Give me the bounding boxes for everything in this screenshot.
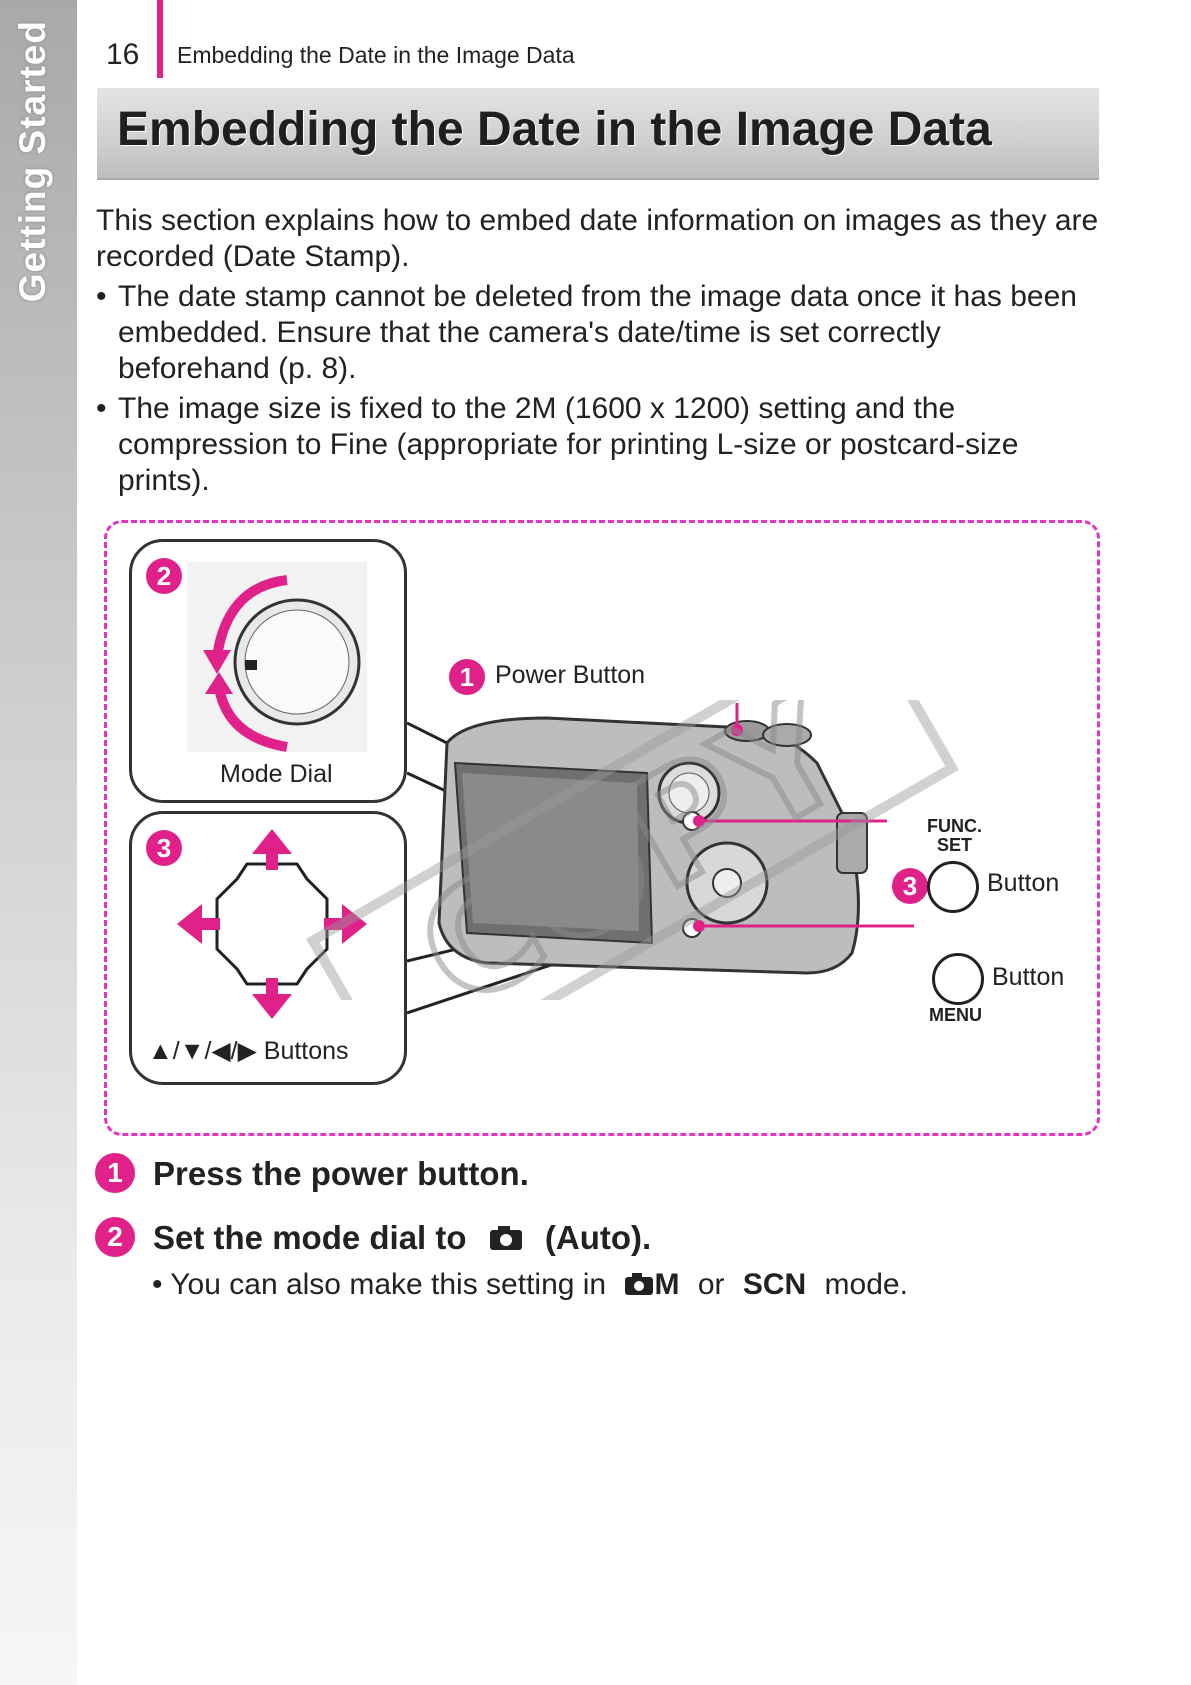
mode-dial-icon bbox=[187, 562, 367, 752]
running-title: Embedding the Date in the Image Data bbox=[177, 42, 575, 68]
bullet-dot: • bbox=[96, 392, 107, 425]
intro-paragraph: This section explains how to embed date … bbox=[96, 204, 1099, 273]
arrow-separator: / bbox=[172, 1037, 180, 1065]
sub-note: • You can also make this setting in M or… bbox=[152, 1268, 908, 1302]
arrow-buttons-label: Buttons bbox=[263, 1037, 349, 1065]
camera-figure: 2 Mode Dial 3 ▲/▼/◀/▶ Buttons 1 Power Bu… bbox=[104, 520, 1100, 1136]
down-arrow-icon: ▼ bbox=[179, 1037, 205, 1065]
camera-illustration bbox=[407, 703, 914, 1015]
step-text: Press the power button. bbox=[153, 1155, 529, 1192]
step-text: Set the mode dial to bbox=[153, 1219, 467, 1256]
badge-1: 1 bbox=[449, 659, 485, 695]
menu-label: MENU bbox=[929, 1005, 982, 1025]
arrow-separator: / bbox=[204, 1037, 212, 1065]
title-band: Embedding the Date in the Image Data bbox=[97, 88, 1099, 180]
mode-scn-label: SCN bbox=[742, 1268, 807, 1301]
arrow-buttons-caption: ▲/▼/◀/▶ Buttons bbox=[148, 1036, 349, 1066]
right-arrow-icon: ▶ bbox=[237, 1037, 257, 1065]
badge-3: 3 bbox=[146, 830, 182, 866]
bullet-text: The date stamp cannot be deleted from th… bbox=[118, 280, 1077, 385]
sub-note-prefix: • You can also make this setting in bbox=[152, 1268, 607, 1301]
bullet-text: The image size is fixed to the 2M (1600 … bbox=[118, 392, 1019, 497]
sidebar-tab: Getting Started bbox=[0, 0, 77, 1685]
up-arrow-icon: ▲ bbox=[148, 1037, 173, 1065]
arrow-buttons-panel: 3 ▲/▼/◀/▶ Buttons bbox=[129, 811, 407, 1085]
header-divider bbox=[157, 0, 163, 78]
mode-dial-panel: 2 Mode Dial bbox=[129, 539, 407, 803]
badge-2: 2 bbox=[146, 558, 182, 594]
auto-camera-icon bbox=[489, 1226, 522, 1250]
step-number: 1 bbox=[95, 1153, 135, 1193]
page-title: Embedding the Date in the Image Data bbox=[117, 103, 992, 156]
step-text-end: (Auto). bbox=[544, 1219, 652, 1256]
sub-note-suffix: mode. bbox=[824, 1268, 908, 1301]
menu-button-icon bbox=[932, 953, 984, 1005]
func-set-button-icon bbox=[927, 861, 979, 913]
control-pad-icon bbox=[177, 829, 367, 1019]
left-arrow-icon: ◀ bbox=[211, 1037, 231, 1065]
menu-button-label: Button bbox=[992, 963, 1065, 991]
badge-3-callout: 3 bbox=[892, 868, 928, 904]
page-number: 16 bbox=[106, 38, 140, 71]
power-button-label: Power Button bbox=[495, 661, 646, 689]
arrow-separator: / bbox=[230, 1037, 238, 1065]
func-set-bottom-label: SET bbox=[937, 835, 973, 855]
sidebar-section-label: Getting Started bbox=[12, 20, 53, 303]
bullet-dot: • bbox=[96, 280, 107, 313]
step-number: 2 bbox=[95, 1217, 135, 1257]
camera-m-icon bbox=[625, 1273, 654, 1295]
step-text-wrap: Set the mode dial to (Auto). bbox=[153, 1219, 651, 1257]
mode-dial-label: Mode Dial bbox=[220, 760, 333, 788]
mode-m-label: M bbox=[654, 1268, 680, 1301]
func-set-button-label: Button bbox=[987, 869, 1060, 897]
func-set-top-label: FUNC. bbox=[927, 816, 982, 836]
or-text: or bbox=[697, 1268, 725, 1301]
